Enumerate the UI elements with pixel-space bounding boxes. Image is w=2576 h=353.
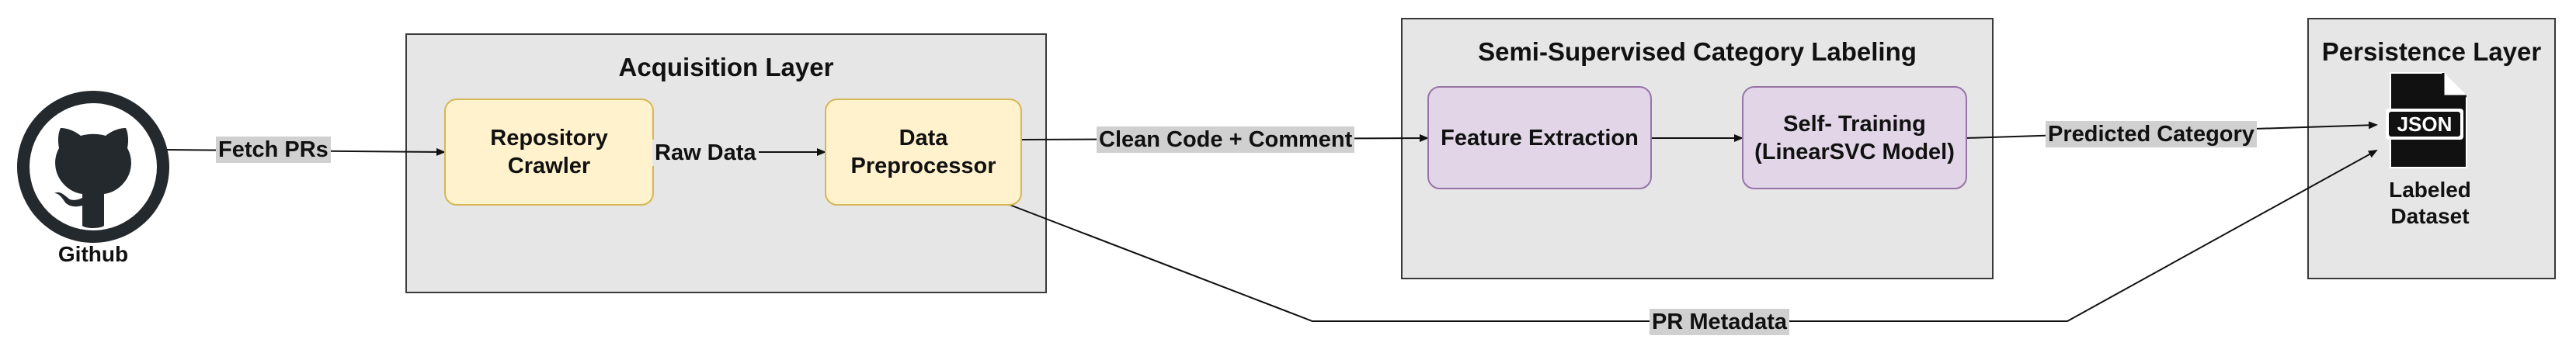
edge-label-raw-data: Raw Data <box>652 140 759 166</box>
edge-label-clean-code: Clean Code + Comment <box>1097 126 1355 153</box>
edge-label-predicted-category: Predicted Category <box>2046 121 2257 147</box>
data-preprocessor-node[interactable]: Data Preprocessor <box>825 99 1022 206</box>
labeled-dataset[interactable]: JSON Labeled Dataset <box>2353 70 2493 237</box>
self-training-node[interactable]: Self- Training (LinearSVC Model) <box>1742 86 1967 189</box>
edge-pr-metadata <box>1005 150 2378 322</box>
json-badge: JSON <box>2397 112 2453 136</box>
edge-label-fetch-prs: Fetch PRs <box>216 137 331 163</box>
persistence-layer-title: Persistence Layer <box>2321 37 2542 66</box>
labeled-dataset-label: Labeled Dataset <box>2389 178 2471 228</box>
json-file-icon: JSON <box>2386 72 2467 168</box>
edge-label-pr-metadata: PR Metadata <box>1650 309 1790 335</box>
github-actor[interactable]: Github <box>16 89 171 275</box>
acquisition-layer-title: Acquisition Layer <box>618 53 834 81</box>
labeling-layer-title: Semi-Supervised Category Labeling <box>1478 37 1917 66</box>
repository-crawler-node[interactable]: Repository Crawler <box>444 99 654 206</box>
github-icon <box>17 91 169 243</box>
github-label: Github <box>57 242 129 266</box>
feature-extraction-node[interactable]: Feature Extraction <box>1427 86 1652 189</box>
